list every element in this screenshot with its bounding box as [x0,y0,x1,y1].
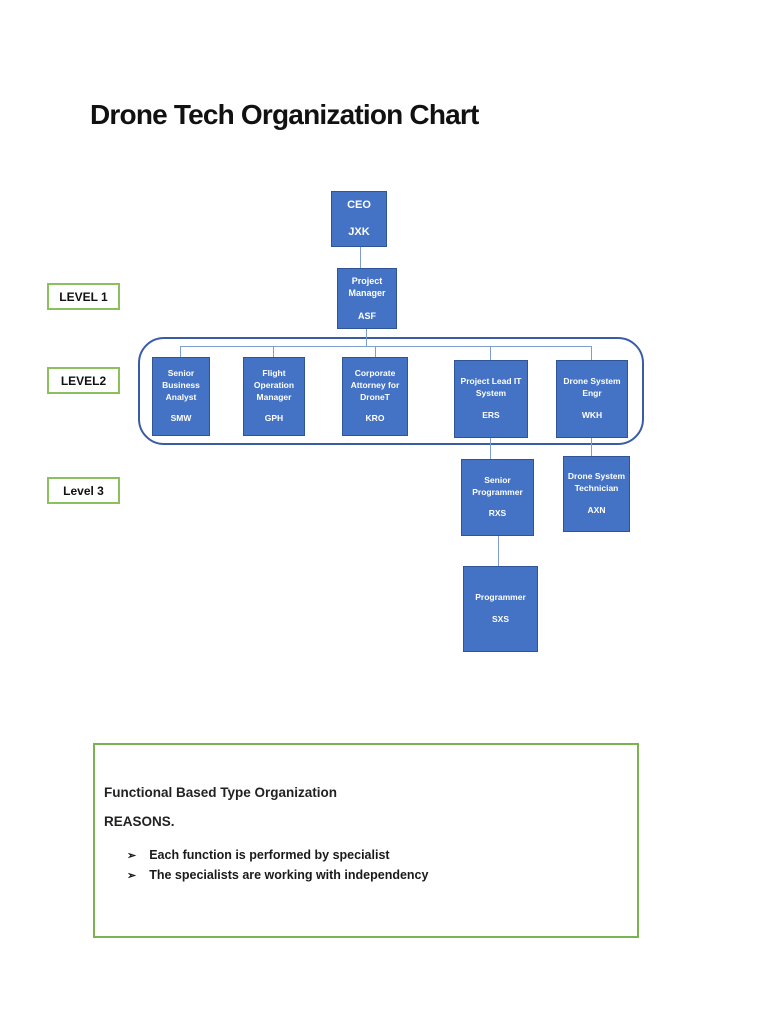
org-box-flight-operation-manager: Flight Operation Manager GPH [243,357,305,436]
org-box-initials: WKH [581,409,603,420]
org-box-title: Project Manager [348,275,386,299]
connector-rxs-to-sxs [498,536,499,566]
connector-drop-itlead [490,346,491,360]
org-box-title: Flight Operation Manager [253,367,295,402]
connector-horizontal-rail [180,346,592,347]
org-box-title: Corporate Attorney for DroneT [350,367,400,402]
bullet-arrow-icon: ➢ [127,850,137,862]
org-box-title: Senior Business Analyst [162,367,200,402]
org-box-ceo: CEO JXK [331,191,387,247]
org-box-project-lead-it-system: Project Lead IT System ERS [454,360,528,438]
notes-box: Functional Based Type Organization REASO… [93,743,639,938]
bullet-arrow-icon: ➢ [127,870,137,882]
org-box-title: Senior Programmer [472,474,523,497]
org-box-drone-system-technician: Drone System Technician AXN [563,456,630,532]
connector-drop-attorney [375,346,376,357]
notes-bullet-item: ➢ The specialists are working with indep… [127,866,637,886]
org-box-initials: KRO [365,413,385,424]
org-box-drone-system-engr: Drone System Engr WKH [556,360,628,438]
notes-subheading: REASONS. [104,814,175,829]
notes-bullet-item: ➢ Each function is performed by speciali… [127,846,637,866]
connector-drop-flight [273,346,274,357]
connector-drop-engr [591,346,592,360]
level2-label: LEVEL2 [47,367,120,394]
level2-group-outline [138,337,644,445]
notes-heading: Functional Based Type Organization [104,785,338,800]
notes-bullet-text: Each function is performed by specialist [149,848,390,862]
org-box-title: Project Lead IT System [460,376,522,399]
notes-bullet-list: ➢ Each function is performed by speciali… [127,846,637,886]
notes-bullet-text: The specialists are working with indepen… [149,868,429,882]
org-box-initials: ERS [482,409,500,420]
org-box-programmer: Programmer SXS [463,566,538,652]
level1-label: LEVEL 1 [47,283,120,310]
org-box-title: Drone System Engr [563,376,621,399]
org-box-title: CEO [347,198,371,211]
connector-wkh-to-axn [591,438,592,456]
org-box-corporate-attorney: Corporate Attorney for DroneT KRO [342,357,408,436]
org-box-initials: ASF [358,310,376,321]
connector-drop-analyst [180,346,181,357]
connector-ers-to-rxs [490,438,491,459]
level3-label: Level 3 [47,477,120,504]
org-box-title: Programmer [475,592,526,603]
connector-ceo-to-pm [360,247,361,268]
page-title: Drone Tech Organization Chart [90,99,479,130]
org-box-initials: GPH [264,413,284,424]
org-box-initials: AXN [587,504,606,515]
org-box-title: Drone System Technician [567,471,626,494]
org-box-initials: RXS [488,508,507,519]
org-box-project-manager: Project Manager ASF [337,268,397,329]
org-box-senior-programmer: Senior Programmer RXS [461,459,534,536]
org-box-senior-business-analyst: Senior Business Analyst SMW [152,357,210,436]
org-box-initials: SXS [491,614,509,624]
connector-pm-down [366,329,367,346]
org-box-initials: SMW [170,413,192,424]
org-box-initials: JXK [348,226,370,238]
